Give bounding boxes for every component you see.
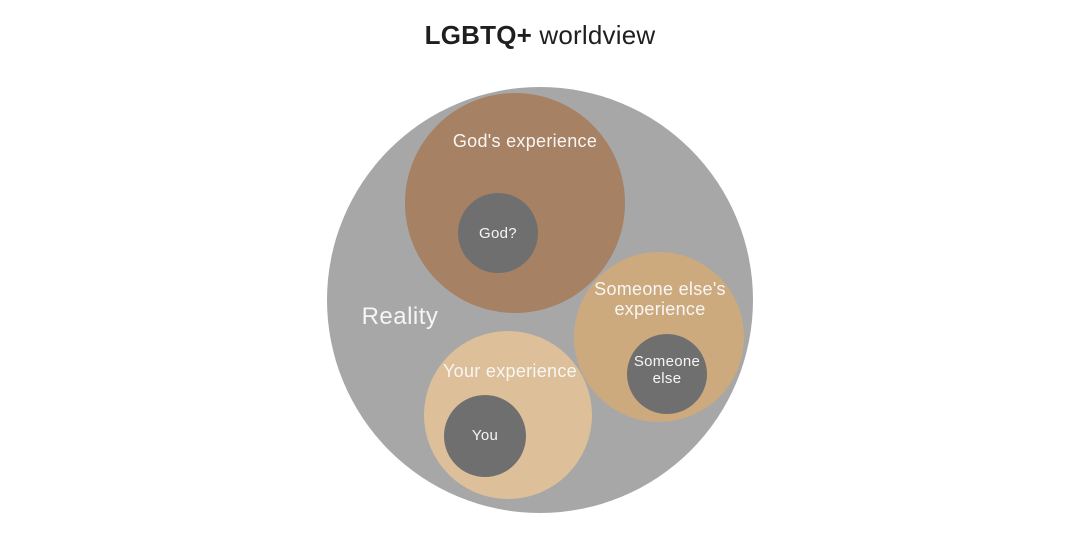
god-label: God? (479, 225, 517, 242)
page-title-regular: worldview (532, 20, 656, 50)
someone-else-label-line1: Someone (634, 353, 700, 370)
someone-elses-experience-label-line2: experience (614, 299, 705, 319)
your-experience-label: Your experience (443, 361, 577, 381)
god-circle (458, 193, 538, 273)
someone-else-label-line2: else (653, 370, 682, 387)
gods-experience-label: God's experience (453, 131, 597, 151)
reality-label: Reality (362, 303, 439, 330)
someone-else-circle (627, 334, 707, 414)
you-label: You (472, 427, 498, 444)
page-title: LGBTQ+ worldview (0, 20, 1080, 51)
you-circle (444, 395, 526, 477)
someone-elses-experience-label-line1: Someone else's (594, 279, 726, 299)
page-title-bold: LGBTQ+ (424, 20, 532, 50)
